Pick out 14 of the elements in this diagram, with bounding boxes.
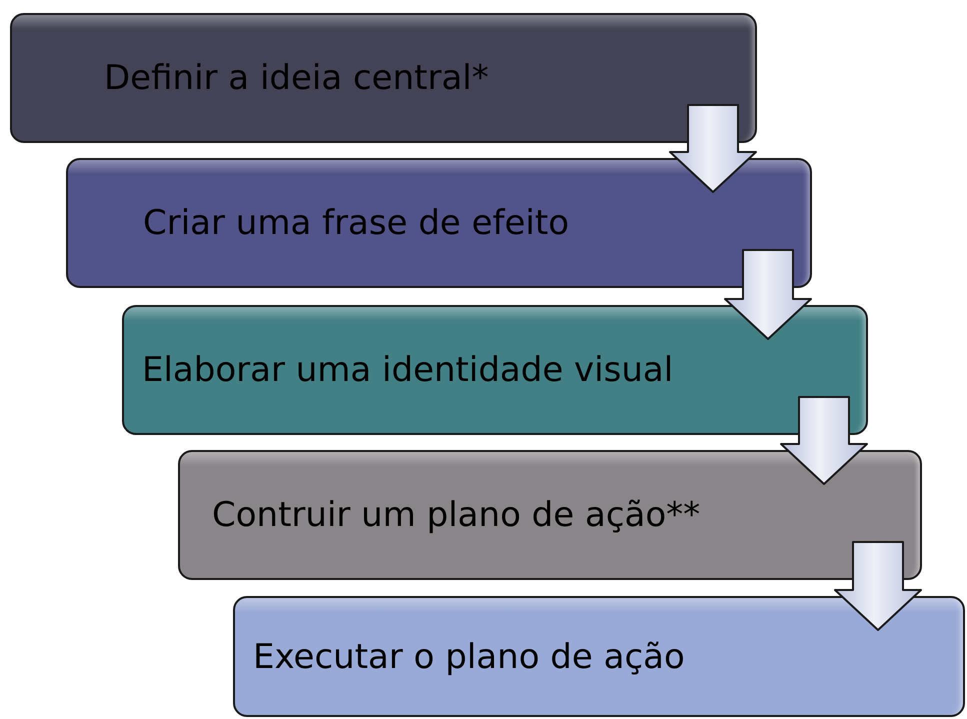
down-arrow (724, 249, 812, 340)
step-text: Executar o plano de ação (253, 636, 685, 676)
process-box (10, 13, 757, 143)
down-arrow (780, 396, 868, 485)
step-text: Elaborar uma identidade visual (142, 350, 674, 390)
down-arrow (669, 104, 757, 193)
step-text: Contruir um plano de ação** (212, 495, 700, 535)
process-box (178, 450, 922, 580)
step-text: Definir a ideia central* (104, 58, 489, 98)
process-box (66, 158, 812, 288)
down-arrow (834, 541, 922, 631)
process-box (233, 596, 965, 717)
process-box (122, 305, 868, 435)
step-text: Criar uma frase de efeito (143, 203, 570, 243)
